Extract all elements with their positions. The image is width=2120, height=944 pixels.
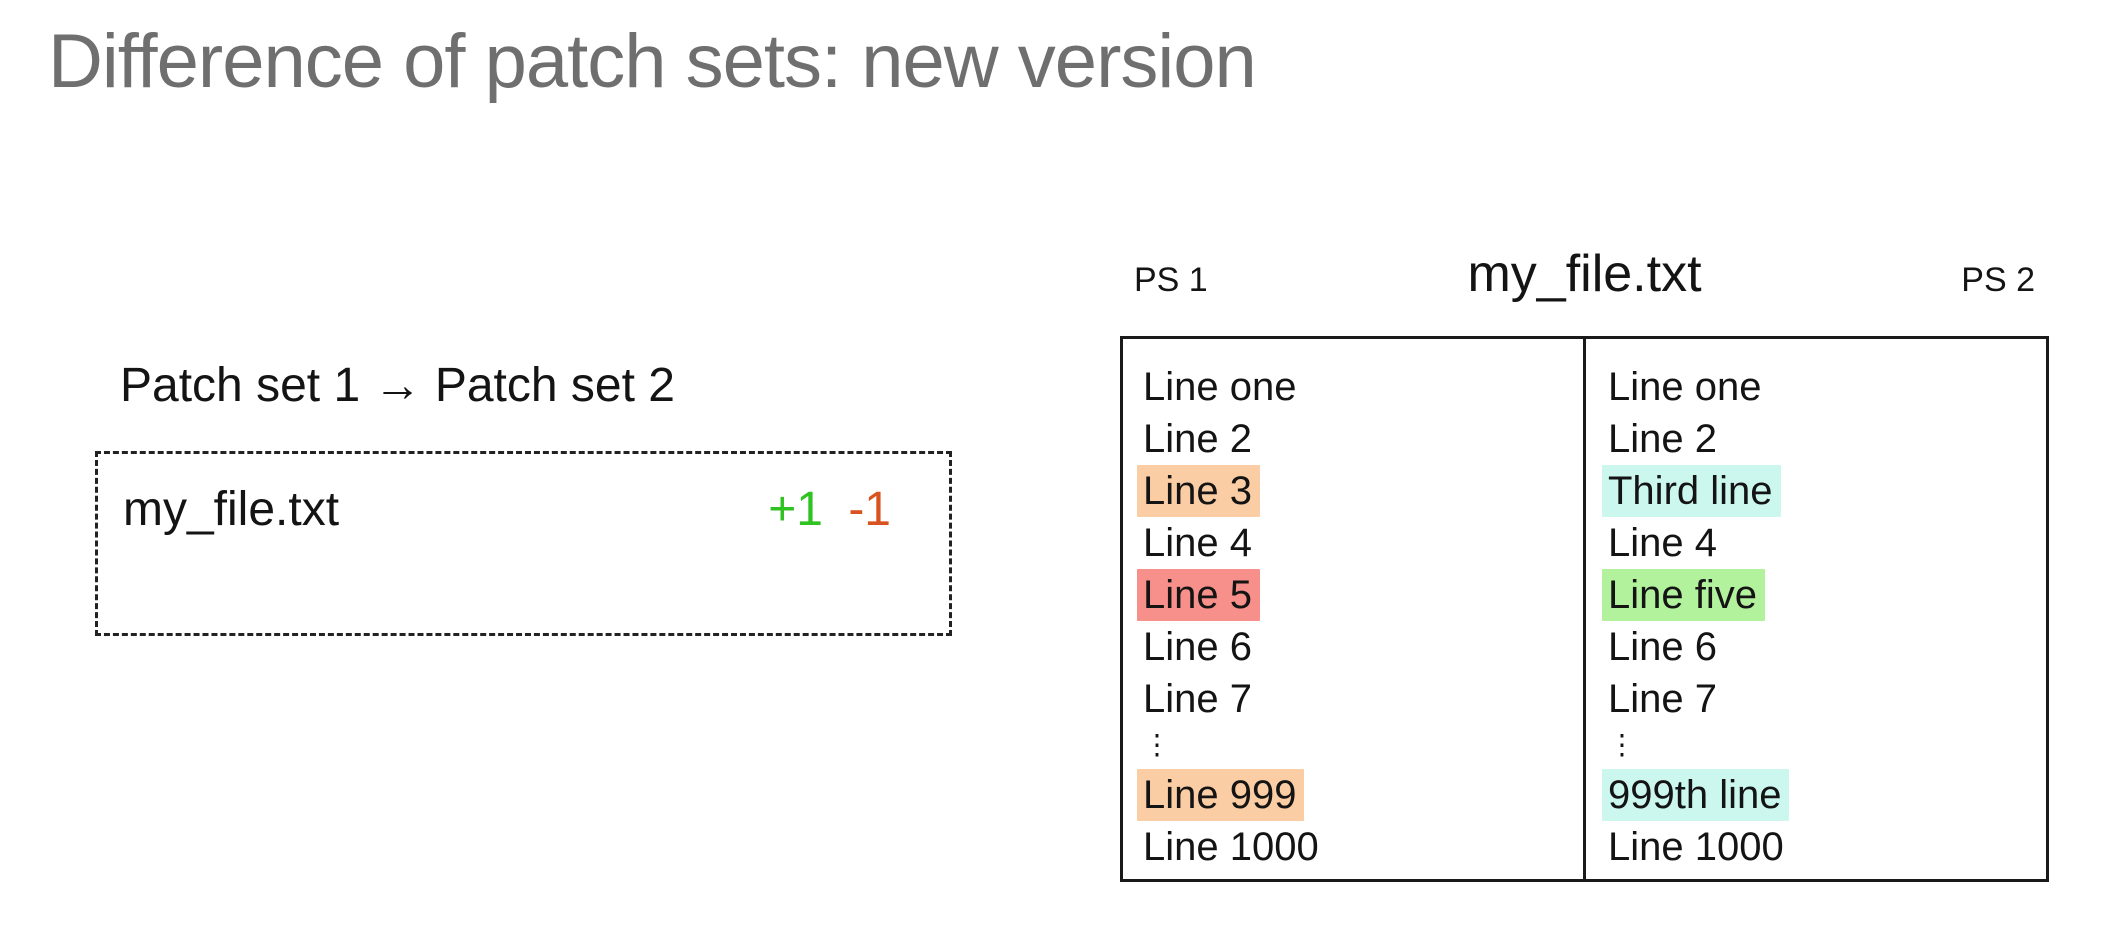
- diff-line-text: ⋮: [1143, 729, 1172, 760]
- diff-line-row: Third line: [1602, 465, 2046, 517]
- diff-line-row: Line 1000: [1608, 821, 2046, 873]
- diff-line-text: Line one: [1608, 365, 1762, 409]
- diff-line-text: Line 1000: [1143, 825, 1319, 869]
- diff-line-text: Third line: [1602, 465, 1781, 517]
- diff-line-row: Line 1000: [1143, 821, 1583, 873]
- patchset-2-label: PS 2: [1961, 261, 2035, 299]
- diff-line-row: Line 5: [1137, 569, 1583, 621]
- diff-line-row: Line 2: [1608, 413, 2046, 465]
- file-summary-box: my_file.txt +1 -1: [95, 451, 952, 636]
- diff-line-text: Line 6: [1143, 625, 1252, 669]
- diff-line-text: ⋮: [1608, 729, 1637, 760]
- lines-added-count: +1: [768, 483, 823, 536]
- diff-line-text: Line one: [1143, 365, 1297, 409]
- diff-line-text: Line 1000: [1608, 825, 1784, 869]
- diff-line-text: Line 4: [1608, 521, 1717, 565]
- diff-header: PS 1 my_file.txt PS 2: [1120, 244, 2049, 304]
- diff-line-text: Line 2: [1608, 417, 1717, 461]
- diff-line-row: 999th line: [1602, 769, 2046, 821]
- diff-line-text: 999th line: [1602, 769, 1790, 821]
- diff-line-row: Line five: [1602, 569, 2046, 621]
- diff-line-row: Line 4: [1143, 517, 1583, 569]
- diff-line-row: Line one: [1608, 361, 2046, 413]
- slide-title: Difference of patch sets: new version: [48, 19, 1257, 104]
- diff-line-text: Line 999: [1137, 769, 1305, 821]
- diff-line-row: Line 2: [1143, 413, 1583, 465]
- file-summary-row: my_file.txt +1 -1: [123, 483, 891, 537]
- diff-line-row: Line 999: [1137, 769, 1583, 821]
- diff-line-row: Line one: [1143, 361, 1583, 413]
- diff-ellipsis-row: ⋮: [1608, 725, 2046, 769]
- diff-line-text: Line 7: [1143, 677, 1252, 721]
- diff-line-text: Line 3: [1137, 465, 1260, 517]
- diff-line-row: Line 3: [1137, 465, 1583, 517]
- diff-line-text: Line five: [1602, 569, 1765, 621]
- diff-stats: +1 -1: [768, 483, 891, 537]
- diff-line-text: Line 2: [1143, 417, 1252, 461]
- diff-line-row: Line 6: [1143, 621, 1583, 673]
- diff-line-text: Line 5: [1137, 569, 1260, 621]
- patchset-transition-heading: Patch set 1 → Patch set 2: [120, 359, 675, 412]
- diff-line-text: Line 6: [1608, 625, 1717, 669]
- lines-removed-count: -1: [848, 483, 891, 536]
- diff-line-row: Line 7: [1143, 673, 1583, 725]
- patchset-1-label: PS 1: [1134, 261, 1208, 299]
- diff-line-row: Line 7: [1608, 673, 2046, 725]
- file-name: my_file.txt: [123, 483, 340, 536]
- diff-line-row: Line 6: [1608, 621, 2046, 673]
- diff-line-text: Line 4: [1143, 521, 1252, 565]
- diff-ellipsis-row: ⋮: [1143, 725, 1583, 769]
- diff-file-title: my_file.txt: [1467, 245, 1702, 303]
- diff-line-row: Line 4: [1608, 517, 2046, 569]
- diff-line-text: Line 7: [1608, 677, 1717, 721]
